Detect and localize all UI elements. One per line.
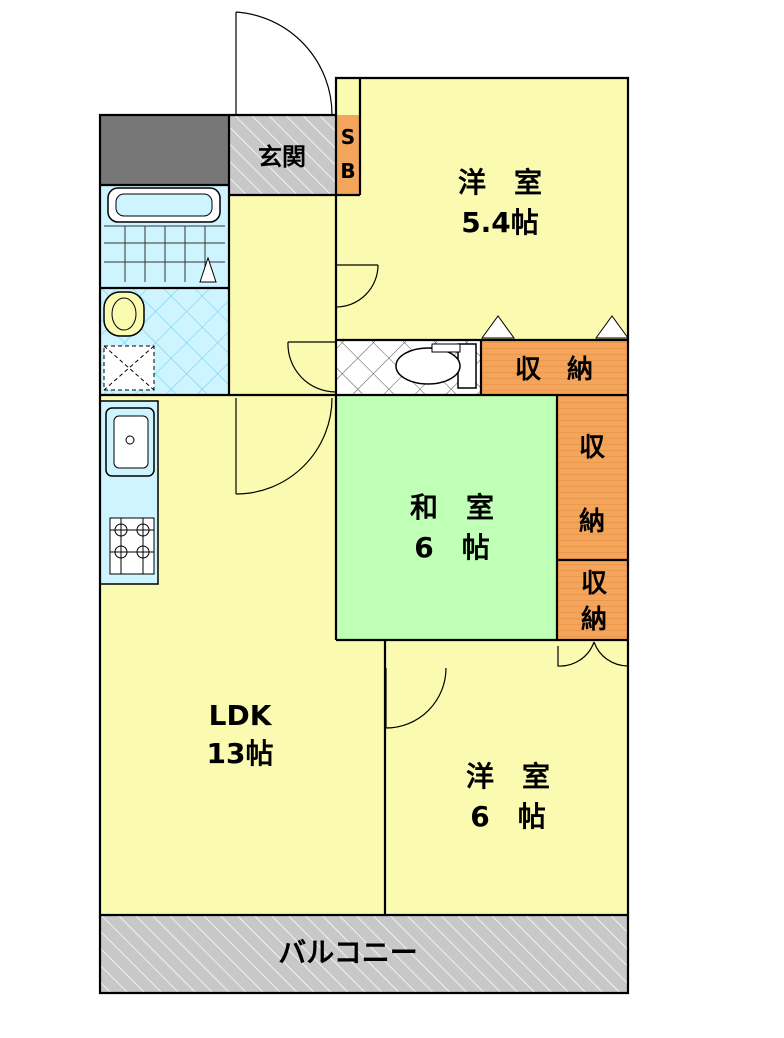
japanese-room-name: 和 室 (410, 491, 494, 524)
storage-mid-label-2: 納 (579, 506, 605, 537)
ldk-name: LDK (209, 699, 273, 732)
western-room-north-name: 洋 室 (458, 166, 542, 199)
shoe-box-label-1: S (341, 125, 355, 149)
western-room-north-size: 5.4帖 (461, 206, 539, 239)
storage-low-floor (557, 560, 628, 640)
balcony-label: バルコニー (278, 936, 417, 969)
closet-marks (481, 315, 629, 339)
japanese-room-size: 6 帖 (414, 531, 489, 564)
storage-mid-floor (557, 395, 628, 560)
shoe-box-floor (336, 115, 360, 195)
shoe-box-label-2: B (340, 159, 355, 183)
western-room-south-floor (385, 640, 628, 915)
kitchen-counter (99, 400, 159, 585)
western-room-south-name: 洋 室 (466, 760, 550, 793)
toilet (395, 343, 477, 389)
hall-floor (229, 193, 337, 395)
floor-fills (100, 78, 628, 993)
entrance-floor (229, 115, 336, 195)
wash-basin (103, 291, 155, 391)
entrance-label: 玄関 (258, 143, 306, 171)
balcony-floor (100, 915, 628, 993)
walls (98, 76, 630, 995)
storage-low-label-1: 収 (581, 569, 608, 599)
doors (235, 11, 629, 729)
room-labels: 玄関 S B 洋 室 5.4帖 収 納 収 納 収 納 和 室 6 帖 LDK … (207, 125, 608, 969)
ldk-size: 13帖 (207, 737, 274, 770)
western-room-north-floor (336, 78, 628, 340)
bathtub (104, 187, 225, 283)
storage-low-label-2: 納 (581, 604, 607, 635)
pipe-space (100, 115, 229, 185)
storage-mid-label-1: 収 (579, 433, 606, 463)
japanese-room-floor (336, 395, 557, 640)
storage-top-floor (481, 340, 628, 395)
storage-top-label: 収 納 (515, 354, 593, 385)
western-room-south-size: 6 帖 (470, 800, 545, 833)
